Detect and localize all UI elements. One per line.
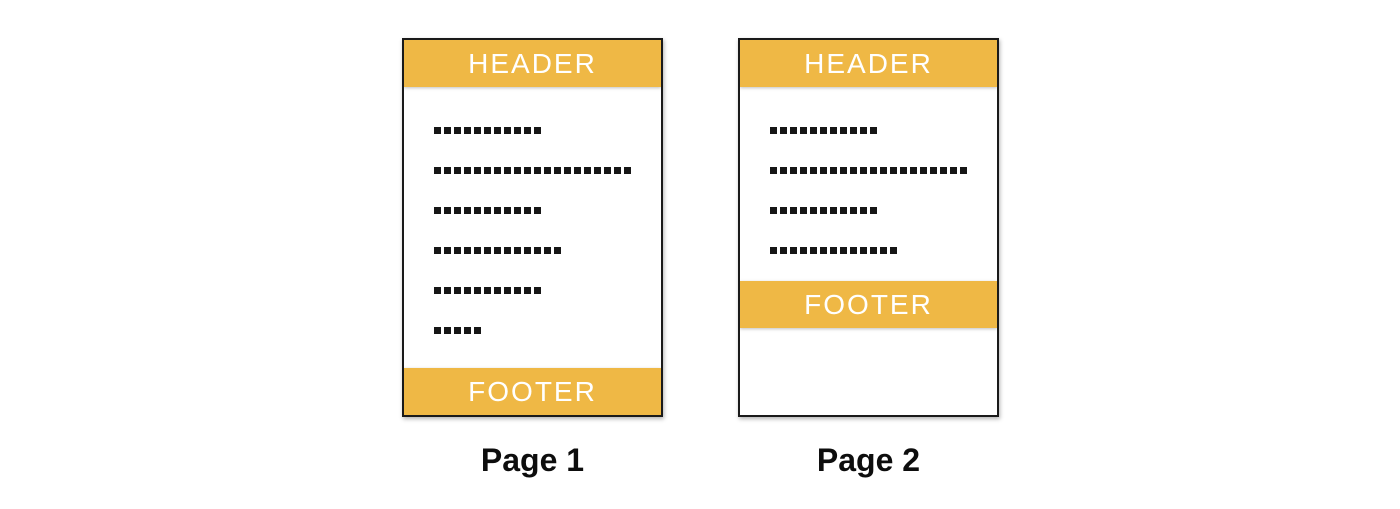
page-1-figure: HEADER FOOTER Page 1 <box>402 38 663 479</box>
page-1-header-bar: HEADER <box>404 40 661 87</box>
page-2-caption: Page 2 <box>816 442 921 478</box>
page-2-header-label: HEADER <box>804 48 933 79</box>
content-dot-line <box>434 127 541 134</box>
page-2-footer-label: FOOTER <box>804 289 933 320</box>
content-dot-line <box>434 287 541 294</box>
page-2-content <box>740 87 997 254</box>
content-dot-line <box>770 127 877 134</box>
page-2-header-bar: HEADER <box>740 40 997 87</box>
content-dot-line <box>434 247 561 254</box>
content-dot-line <box>434 327 481 334</box>
page-1-footer-bar: FOOTER <box>404 368 661 415</box>
page-2-figure: HEADER FOOTER Page 2 <box>738 38 999 479</box>
page-1-footer-label: FOOTER <box>468 376 597 407</box>
page-2-footer-bar: FOOTER <box>740 281 997 328</box>
content-dot-line <box>770 167 967 174</box>
content-dot-line <box>434 167 631 174</box>
page-2-box: HEADER FOOTER <box>738 38 999 417</box>
page-1-header-label: HEADER <box>468 48 597 79</box>
page-1-caption: Page 1 <box>480 442 585 478</box>
page-1-content <box>404 87 661 334</box>
content-dot-line <box>770 247 897 254</box>
content-dot-line <box>770 207 877 214</box>
content-dot-line <box>434 207 541 214</box>
page-1-box: HEADER FOOTER <box>402 38 663 417</box>
